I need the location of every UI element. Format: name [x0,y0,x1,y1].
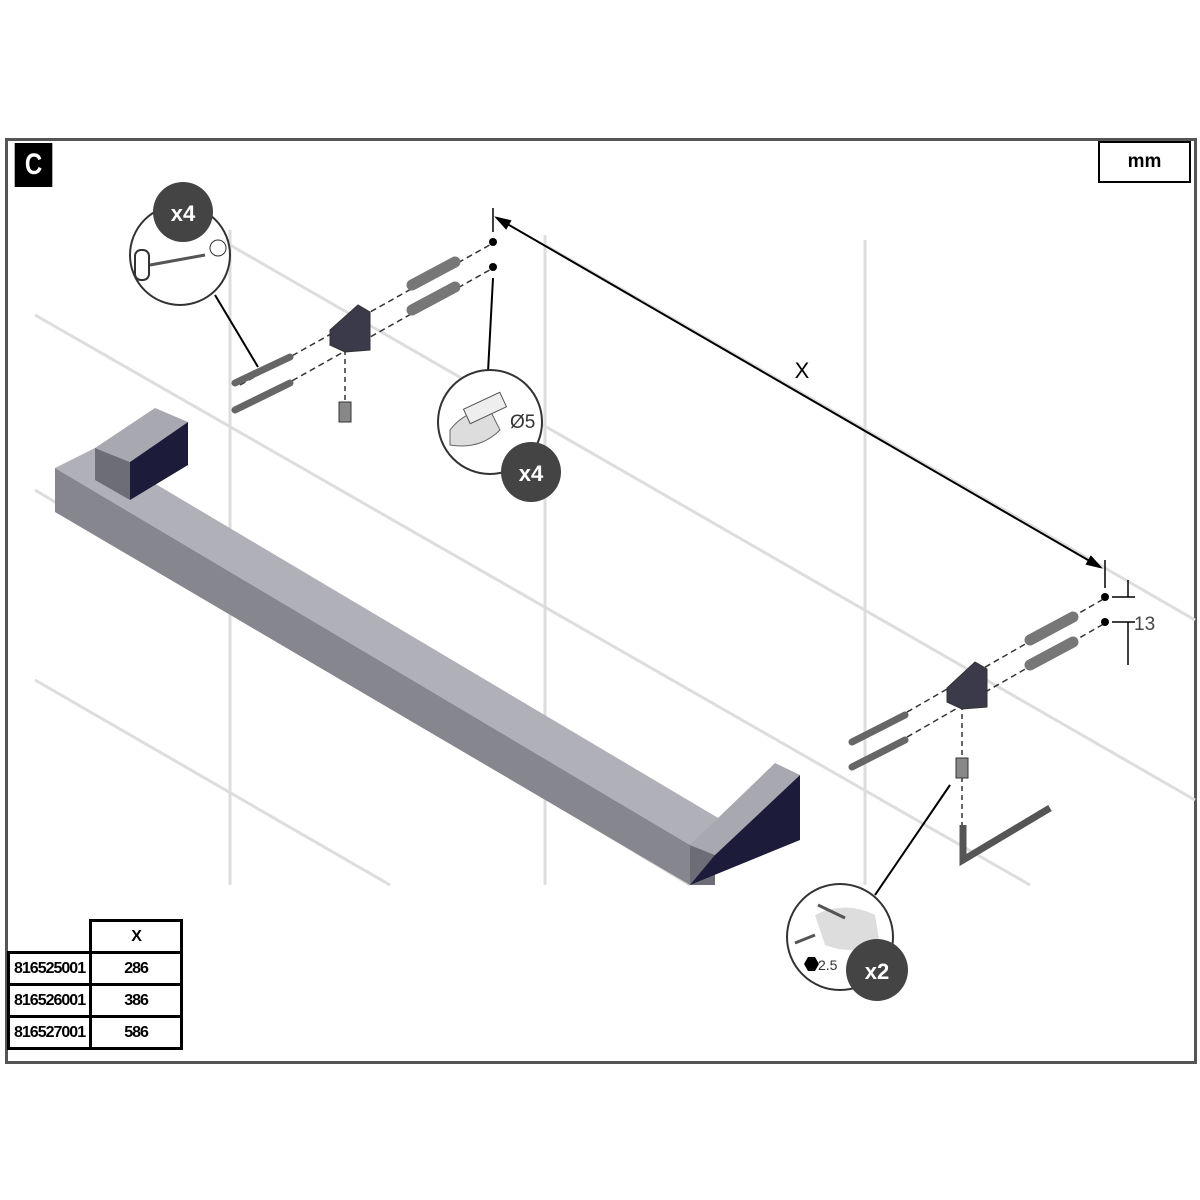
set-screw-icon [338,401,352,423]
screw-icon [848,711,909,746]
step-badge: C [14,143,53,187]
x-value: 586 [89,1015,184,1050]
table-row: 816527001 586 [6,1015,184,1050]
drill-size-label: Ø5 [510,412,535,433]
dimension-x-label: X [795,358,810,383]
wall-plug-icon [1024,636,1079,671]
table-header-row: X [8,919,184,954]
instruction-frame [5,138,1197,1064]
dimension-13-label: 13 [1134,614,1155,635]
drill-icon [462,391,508,425]
wall-plug-icon [406,256,461,291]
hex-key-callout: 2.5 x2 [786,883,908,1001]
set-screw-icon [955,757,969,779]
screw-icon [848,736,909,771]
bracket-icon [946,661,988,710]
screw-icon [231,353,294,387]
hex-size-label: 2.5 [818,957,838,973]
drill-count-badge: x4 [519,461,544,486]
dimension-x [494,216,1103,569]
screw-count-badge: x4 [171,201,196,226]
hex-key-icon [959,804,1052,867]
product-code: 816525001 [6,951,93,986]
dimension-13 [1112,580,1135,665]
wall-plug-icon [1024,611,1079,646]
table-corner [8,920,91,954]
unit-label: mm [1098,141,1191,183]
screw-icon [231,379,294,414]
left-mount [231,208,497,423]
wall-plug-icon [406,281,461,316]
dimension-table: X 816525001 286 816526001 386 816527001 … [6,919,184,1050]
x-value: 286 [89,951,184,986]
hex-count-badge: x2 [865,959,889,984]
product-code: 816527001 [6,1015,93,1050]
table-header-x: X [89,919,184,954]
bracket-icon [329,304,371,353]
right-mount [848,560,1109,867]
product-code: 816526001 [6,983,93,1018]
hex-icon [804,957,819,971]
drill-callout: Ø5 x4 [437,369,561,502]
towel-bar [55,408,800,885]
screwdriver-callout: x4 [129,182,231,306]
table-row: 816525001 286 [6,951,184,986]
table-row: 816526001 386 [6,983,184,1018]
x-value: 386 [89,983,184,1018]
leader-lines [214,277,951,896]
